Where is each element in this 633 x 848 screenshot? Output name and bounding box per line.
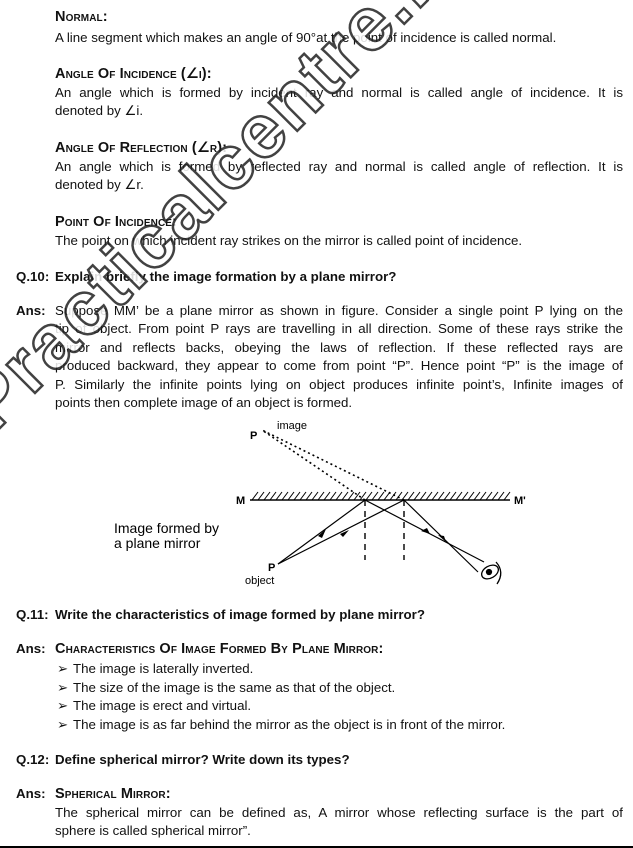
q10-label: Q.10:: [16, 269, 50, 284]
heading-normal: Normal:: [55, 9, 108, 25]
q12-text-2: sphere is called spherical mirror”.: [55, 823, 251, 838]
q11-label: Q.11:: [16, 607, 49, 622]
arrowhead-reflected-2: [438, 535, 446, 542]
q10-ans-line-4: produced backward, they appear to come f…: [55, 358, 623, 373]
q10-ans-line-5: P. Similarly the infinite points lying o…: [55, 377, 623, 392]
q11-question: Write the characteristics of image forme…: [55, 607, 425, 622]
arrow-bullet-icon: ➢: [57, 661, 69, 676]
eye-icon: [480, 561, 502, 585]
incident-ray-1: [277, 499, 366, 565]
list-item: ➢The image is erect and virtual.: [57, 697, 251, 716]
heading-angle-of-reflection: Angle Of Reflection (∠r):: [55, 140, 228, 156]
p-object-label: P: [268, 562, 275, 574]
q12-text-1: The spherical mirror can be defined as, …: [55, 805, 623, 820]
heading-angle-of-incidence: Angle Of Incidence (∠i):: [55, 66, 212, 82]
bottom-edge: [0, 846, 633, 848]
text-normal: A line segment which makes an angle of 9…: [55, 30, 557, 45]
list-item: ➢The image is as far behind the mirror a…: [57, 716, 505, 735]
text-angle-of-reflection-2: denoted by ∠r.: [55, 177, 144, 192]
list-item: ➢The size of the image is the same as th…: [57, 679, 395, 698]
incident-ray-2: [277, 499, 405, 565]
arrow-bullet-icon: ➢: [57, 717, 69, 732]
p-image-label: P: [250, 430, 257, 442]
q10-ans-line-2: tip of object. From point P rays are tra…: [55, 321, 623, 336]
text-angle-of-incidence-1: An angle which is formed by incident ray…: [55, 85, 623, 100]
arrowhead-reflected-1: [421, 528, 430, 534]
q10-ans-line-6: points then complete image of an object …: [55, 395, 353, 410]
q10-ans-label: Ans:: [16, 303, 46, 318]
q10-question: Explain briefly the image formation by a…: [55, 269, 397, 284]
mirror-hatching: [251, 491, 511, 501]
mirror-label-m-prime: M': [514, 495, 526, 507]
virtual-ray-1: [261, 429, 366, 501]
q12-label: Q.12:: [16, 752, 50, 767]
q12-question: Define spherical mirror? Write down its …: [55, 752, 350, 767]
list-item: ➢The image is laterally inverted.: [57, 660, 253, 679]
q10-ans-line-3: mirror and reflects backs, obeying the l…: [55, 340, 623, 355]
q11-ans-label: Ans:: [16, 641, 46, 656]
caption-line-2: a plane mirror: [114, 535, 201, 551]
heading-point-of-incidence: Point Of Incidence:: [55, 214, 177, 230]
q10-ans-line-1: Suppose MM’ be a plane mirror as shown i…: [55, 303, 623, 318]
q12-ans-label: Ans:: [16, 786, 46, 801]
object-label: object: [245, 575, 274, 587]
text-angle-of-incidence-2: denoted by ∠i.: [55, 103, 144, 118]
caption-line-1: Image formed by: [114, 520, 219, 536]
arrow-bullet-icon: ➢: [57, 680, 69, 695]
text-angle-of-reflection-1: An angle which is formed by reflected ra…: [55, 159, 623, 174]
q11-heading: Characteristics Of Image Formed By Plane…: [55, 641, 384, 657]
image-label: image: [277, 420, 307, 432]
text-point-of-incidence: The point on which incident ray strikes …: [55, 233, 523, 248]
plane-mirror-diagram: image P M M' Image formed by a plane mir…: [114, 420, 526, 587]
arrowhead-incident-1: [318, 529, 326, 538]
virtual-ray-2: [261, 429, 405, 501]
arrow-bullet-icon: ➢: [57, 698, 69, 713]
arrowhead-incident-2: [340, 530, 349, 537]
q12-heading: Spherical Mirror:: [55, 786, 171, 802]
mirror-label-m: M: [236, 495, 245, 507]
